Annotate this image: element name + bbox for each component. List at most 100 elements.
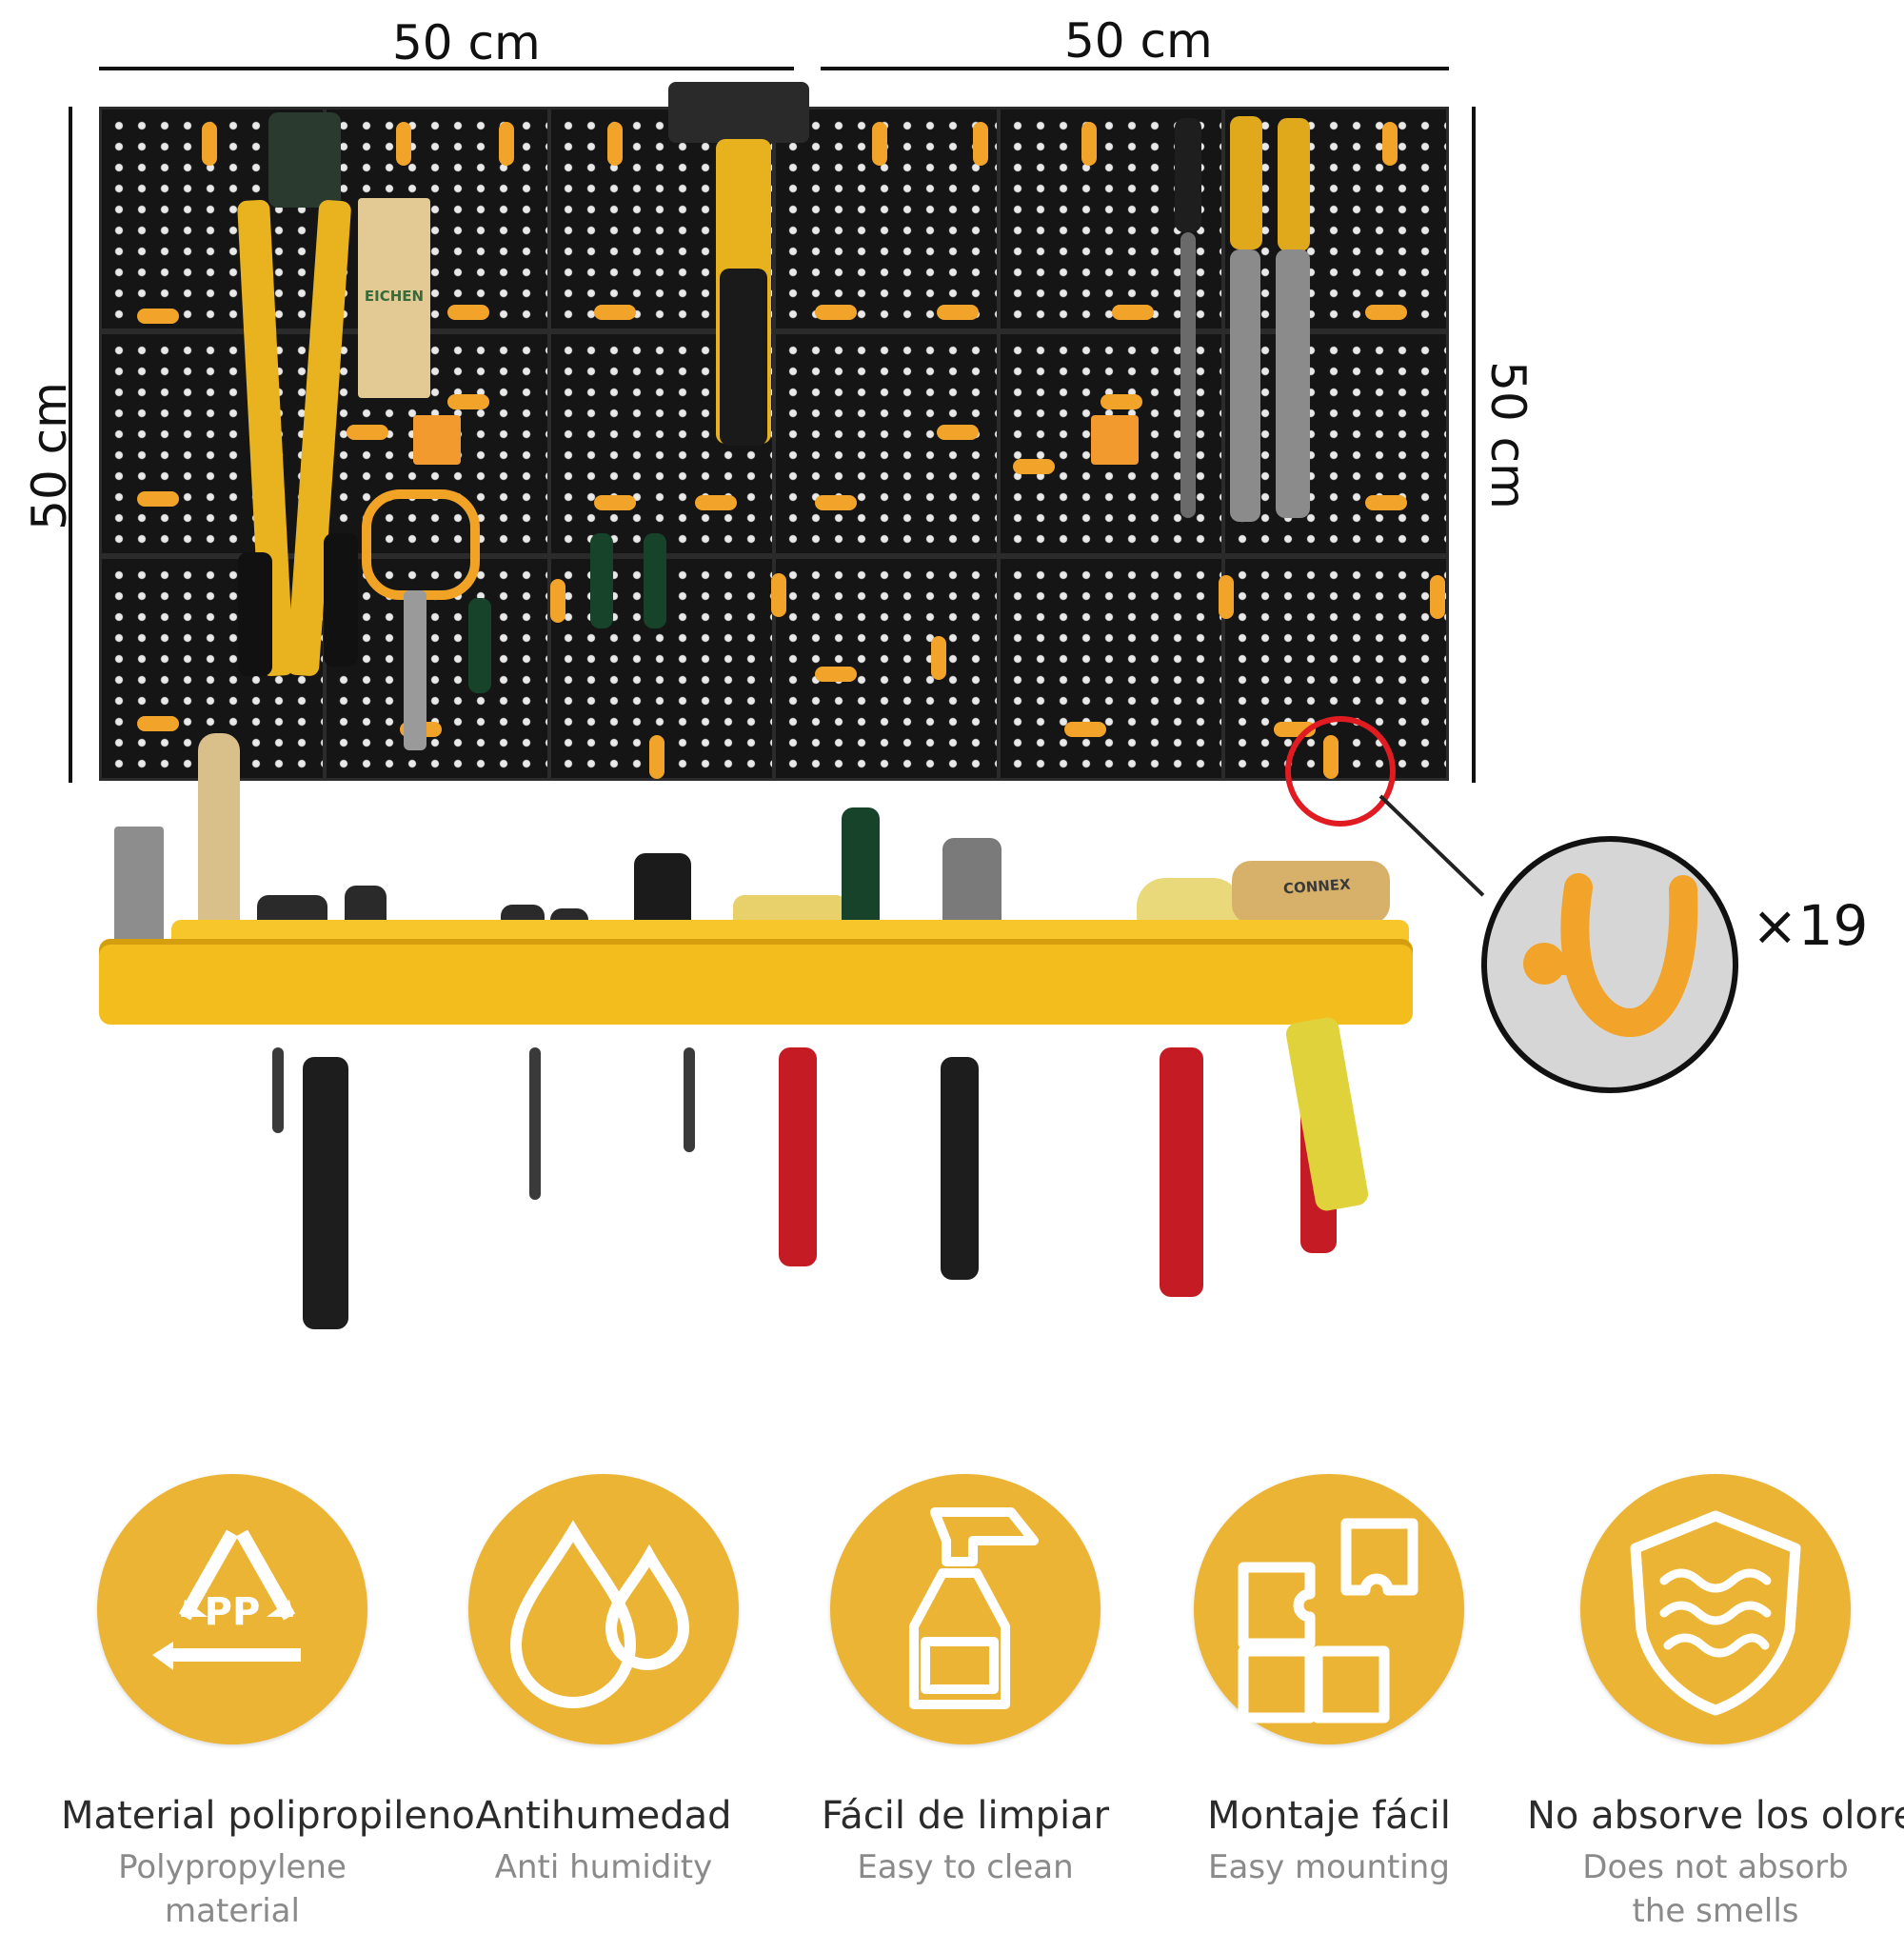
peg-hook	[594, 495, 636, 510]
callout-leader-line	[1378, 794, 1485, 897]
dimension-line-top-left	[99, 67, 794, 70]
wire-brush	[198, 733, 240, 952]
peg-hook	[1064, 722, 1106, 737]
dimension-label-left: 50 cm	[22, 382, 77, 530]
pp-badge-text: PP	[205, 1590, 261, 1634]
hook-detail-view	[1481, 836, 1738, 1093]
screwdriver-shaft	[529, 1047, 541, 1200]
peg-hook	[396, 122, 411, 166]
bolt-cutter-head	[268, 112, 341, 208]
file-tool	[1230, 116, 1262, 249]
peg-hook	[973, 122, 988, 166]
peg-hook	[594, 305, 636, 320]
file-tool	[1175, 118, 1201, 232]
file-tool	[1278, 118, 1310, 251]
water-drops-icon	[509, 1520, 690, 1708]
feature-title: No absorve los olores	[1527, 1794, 1904, 1838]
scissors-blade	[404, 590, 426, 750]
peg-hook	[1365, 305, 1407, 320]
puzzle-icon	[1238, 1518, 1418, 1724]
badge-circle: PP	[97, 1474, 367, 1744]
pegboard-tile	[99, 331, 326, 556]
screwdriver	[644, 533, 666, 628]
peg-hook	[137, 716, 179, 731]
peg-hook	[872, 122, 887, 166]
peg-hook	[1382, 122, 1398, 166]
dimension-label-top-right: 50 cm	[1064, 13, 1213, 69]
peg-hook	[695, 495, 737, 510]
feature-easy-clean: Fácil de limpiar Easy to clean	[794, 1474, 1137, 1889]
feature-polypropylene: PP Material polipropileno Polypropylene …	[61, 1474, 475, 1933]
bolt-cutter-grip-right	[324, 533, 358, 667]
peg-hook	[931, 636, 946, 680]
shield-odor-icon	[1630, 1510, 1801, 1716]
spray-bottle-icon	[909, 1507, 1039, 1709]
peg-hook	[1430, 575, 1445, 619]
feature-no-odors: No absorve los olores Does not absorb th…	[1527, 1474, 1904, 1933]
dimension-line-top-right	[821, 67, 1449, 70]
pegboard-tile	[1222, 556, 1449, 781]
wooden-stamp	[358, 198, 430, 398]
highlighted-hook-circle	[1285, 716, 1396, 827]
hammer-handle	[303, 1057, 348, 1329]
peg-hook	[937, 305, 979, 320]
file-tool-blade	[1230, 249, 1260, 522]
pegboard-tile	[773, 556, 1000, 781]
hammer-handle	[941, 1057, 979, 1280]
feature-title: Antihumedad	[475, 1794, 732, 1838]
feature-title: Material polipropileno	[61, 1794, 475, 1838]
peg-hook	[1081, 122, 1097, 166]
peg-hook	[137, 491, 179, 507]
mallet	[1232, 861, 1390, 924]
hammer-handle	[1160, 1047, 1203, 1297]
screwdriver	[842, 807, 880, 931]
peg-hook	[499, 122, 514, 166]
badge-circle	[1580, 1474, 1851, 1744]
wooden-stamp-label: EICHEN	[364, 288, 425, 305]
pegboard-tile	[998, 556, 1224, 781]
bolt-cutter-grip-left	[238, 552, 272, 676]
peg-hook	[137, 309, 179, 324]
dimension-line-left	[69, 107, 72, 783]
peg-hook	[649, 735, 664, 779]
badge-circle	[830, 1474, 1101, 1744]
badge-circle	[1194, 1474, 1464, 1744]
peg-hook	[1365, 495, 1407, 510]
feature-subtitle: Does not absorb the smells	[1582, 1848, 1849, 1930]
feature-subtitle: Polypropylene material	[118, 1848, 347, 1930]
scissors-handle	[362, 489, 480, 600]
peg-hook	[1013, 459, 1055, 474]
hammer-grip	[720, 269, 767, 446]
feature-anti-humidity: Antihumedad Anti humidity	[432, 1474, 775, 1889]
utility-knife	[1284, 1015, 1370, 1213]
peg-hook	[347, 425, 388, 440]
peg-hook	[447, 305, 489, 320]
badge-circle	[468, 1474, 739, 1744]
peg-hook	[771, 573, 786, 617]
screwdriver-shaft	[272, 1047, 284, 1133]
screwdriver	[590, 533, 613, 628]
feature-subtitle: Easy to clean	[857, 1848, 1074, 1886]
dimension-label-right: 50 cm	[1480, 361, 1536, 509]
hook-icon	[1523, 873, 1698, 1038]
dimension-line-right	[1472, 107, 1476, 783]
feature-title: Montaje fácil	[1207, 1794, 1451, 1838]
peg-hook	[1101, 394, 1142, 409]
feature-title: Fácil de limpiar	[821, 1794, 1110, 1838]
tool-shelf	[99, 939, 1413, 1025]
file-tool-blade	[1276, 249, 1310, 518]
peg-hook	[447, 394, 489, 409]
hammer-handle	[779, 1047, 817, 1266]
peg-hook	[937, 425, 979, 440]
pegboard-tile	[773, 331, 1000, 556]
recycle-pp-icon: PP	[152, 1529, 301, 1670]
file-tool-blade	[1180, 232, 1196, 518]
hook-quantity-label: ×19	[1752, 893, 1869, 958]
feature-subtitle: Easy mounting	[1208, 1848, 1450, 1886]
peg-hook	[815, 667, 857, 682]
orange-bracket	[1091, 415, 1139, 465]
peg-hook	[815, 305, 857, 320]
screwdriver	[468, 598, 491, 693]
peg-hook	[815, 495, 857, 510]
peg-hook	[1112, 305, 1154, 320]
